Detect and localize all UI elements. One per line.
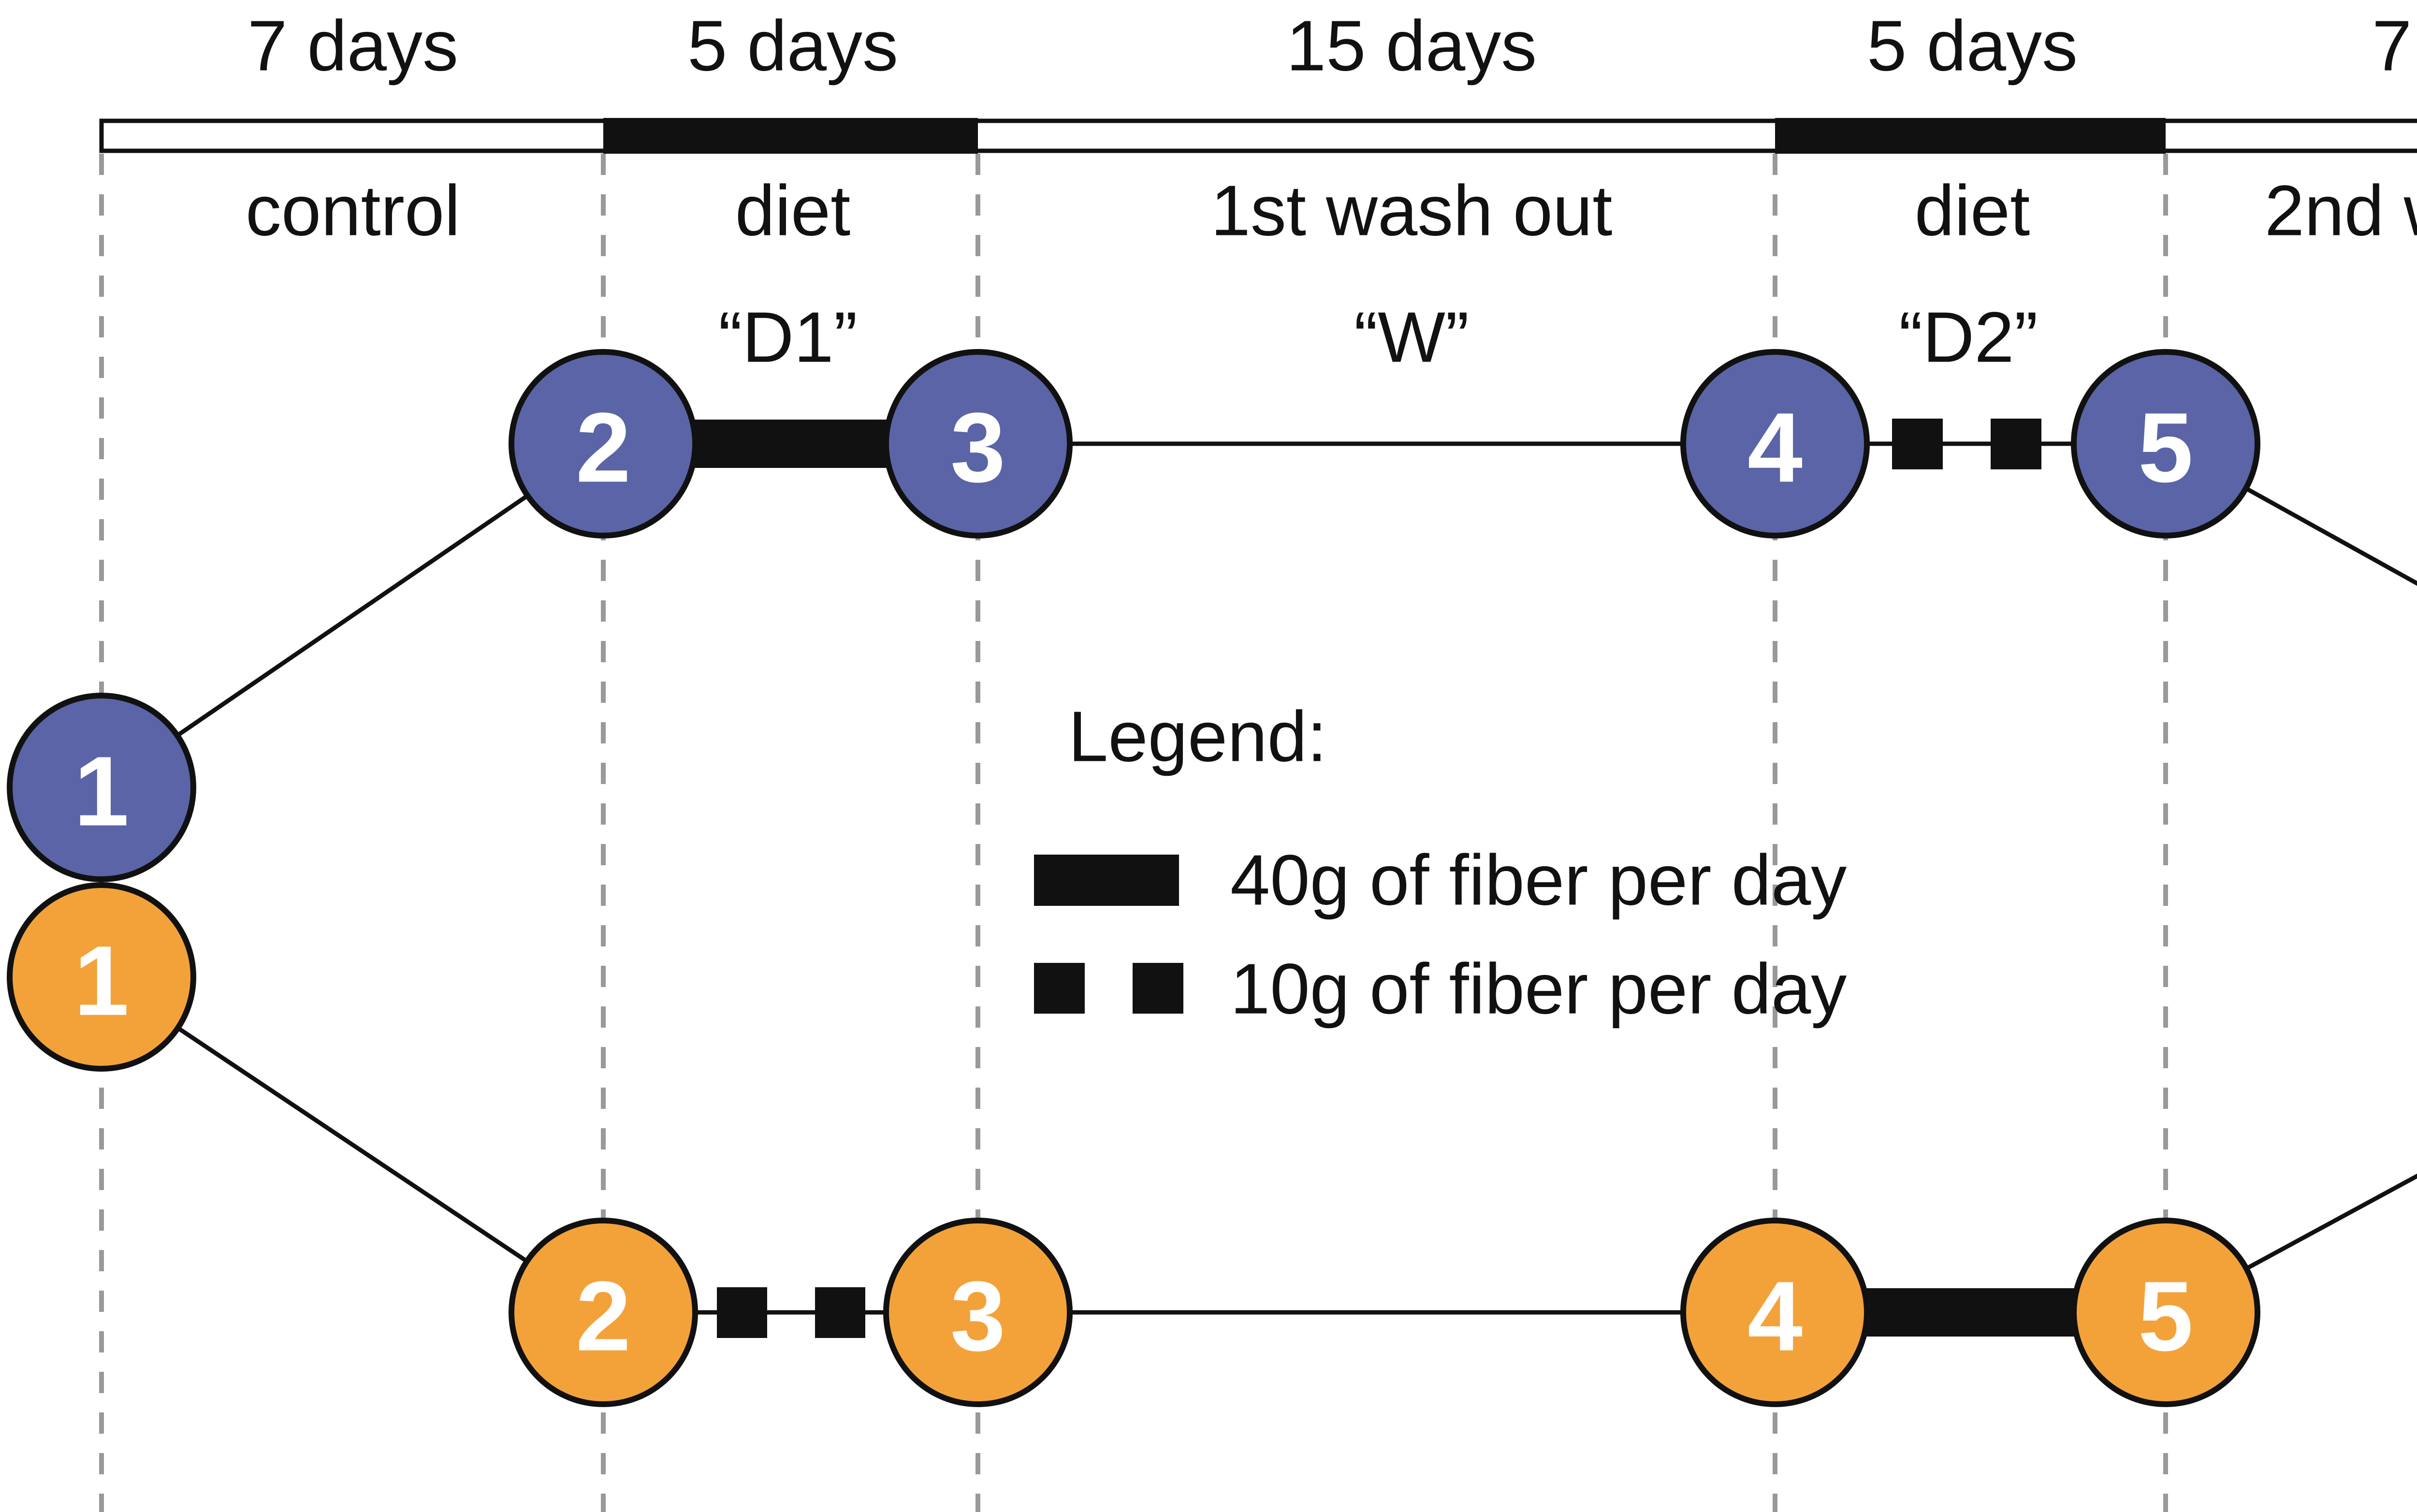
phase-label-5: 2nd wash out — [2265, 171, 2417, 251]
node-blue-4: 4 — [1680, 349, 1870, 538]
phase-label-4: diet — [1915, 171, 2030, 251]
blue-arm: 1 2 3 4 5 6 — [7, 349, 2260, 882]
edge-orange-2-3-10g-square-1 — [717, 1287, 767, 1338]
phase-label-1: control — [246, 171, 460, 251]
diet2-bar-segment — [1775, 118, 2166, 154]
node-orange-4: 4 — [1680, 1218, 1870, 1407]
node-orange-3-label: 3 — [950, 1261, 1005, 1372]
edge-blue-5-6 — [2164, 442, 2417, 586]
node-blue-3-circle — [883, 349, 1073, 538]
legend: Legend: 40g of fiber per day 10g of fibe… — [1034, 697, 1847, 1029]
node-orange-2: 2 — [509, 1218, 698, 1407]
edge-orange-1-2 — [100, 975, 605, 1314]
duration-label-4: 5 days — [1867, 6, 2078, 86]
node-orange-1: 1 — [7, 882, 196, 1072]
node-blue-5-label: 5 — [2138, 393, 2193, 503]
legend-swatch-40g-bar — [1034, 855, 1179, 906]
node-orange-2-label: 2 — [576, 1261, 631, 1372]
node-blue-3-label: 3 — [950, 393, 1005, 503]
node-blue-1-circle — [7, 693, 196, 882]
node-blue-5-circle — [2071, 349, 2260, 538]
node-orange-1-label: 1 — [74, 926, 129, 1036]
node-blue-4-circle — [1680, 349, 1870, 538]
node-orange-3: 3 — [883, 1218, 1073, 1407]
node-orange-3-circle — [883, 1218, 1073, 1407]
node-orange-5: 5 — [2071, 1218, 2260, 1407]
phase-label-3: 1st wash out — [1211, 171, 1613, 251]
phase-labels: control diet 1st wash out diet 2nd wash … — [246, 171, 2417, 251]
node-blue-2-label: 2 — [576, 393, 631, 503]
duration-label-5: 7 days — [2372, 6, 2417, 86]
node-orange-1-circle — [7, 882, 196, 1072]
node-orange-4-label: 4 — [1747, 1261, 1803, 1372]
edges — [100, 419, 2417, 1338]
node-orange-4-circle — [1680, 1218, 1870, 1407]
legend-swatch-10g-square-2 — [1133, 963, 1183, 1014]
node-blue-1: 1 — [7, 693, 196, 882]
node-blue-4-label: 4 — [1747, 393, 1803, 503]
edge-blue-4-5-10g-square-1 — [1892, 419, 1943, 469]
node-blue-2-circle — [509, 349, 698, 538]
code-label-d2: “D2” — [1899, 298, 2038, 378]
node-blue-2: 2 — [509, 349, 698, 538]
orange-arm: 1 2 3 4 5 6 — [7, 882, 2260, 1407]
node-blue-3: 3 — [883, 349, 1073, 538]
edge-blue-2-3-40g-bar — [691, 420, 889, 468]
edge-blue-4-5-10g-square-2 — [1991, 419, 2041, 469]
node-orange-2-circle — [509, 1218, 698, 1407]
legend-title: Legend: — [1068, 697, 1327, 777]
edge-blue-1-2 — [100, 442, 605, 789]
node-orange-5-label: 5 — [2138, 1261, 2193, 1372]
duration-labels: 7 days 5 days 15 days 5 days 7 days — [248, 6, 2417, 86]
timeline-bar — [99, 118, 2417, 154]
duration-label-2: 5 days — [687, 6, 898, 86]
phase-label-2: diet — [735, 171, 851, 251]
code-label-d1: “D1” — [718, 298, 858, 378]
edge-orange-5-6 — [2164, 1173, 2417, 1314]
duration-label-3: 15 days — [1286, 6, 1537, 86]
duration-label-1: 7 days — [248, 6, 458, 86]
legend-swatch-10g-square-1 — [1034, 963, 1085, 1014]
node-blue-5: 5 — [2071, 349, 2260, 538]
diet1-bar-segment — [603, 118, 978, 154]
legend-label-10g: 10g of fiber per day — [1230, 949, 1847, 1029]
edge-orange-4-5-40g-bar — [1864, 1288, 2076, 1337]
code-labels: “D1” “W” “D2” — [718, 298, 2038, 378]
node-orange-5-circle — [2071, 1218, 2260, 1407]
edge-orange-2-3-10g-square-2 — [815, 1287, 865, 1338]
node-blue-1-label: 1 — [74, 736, 129, 847]
code-label-w: “W” — [1354, 298, 1469, 378]
legend-label-40g: 40g of fiber per day — [1230, 841, 1847, 920]
